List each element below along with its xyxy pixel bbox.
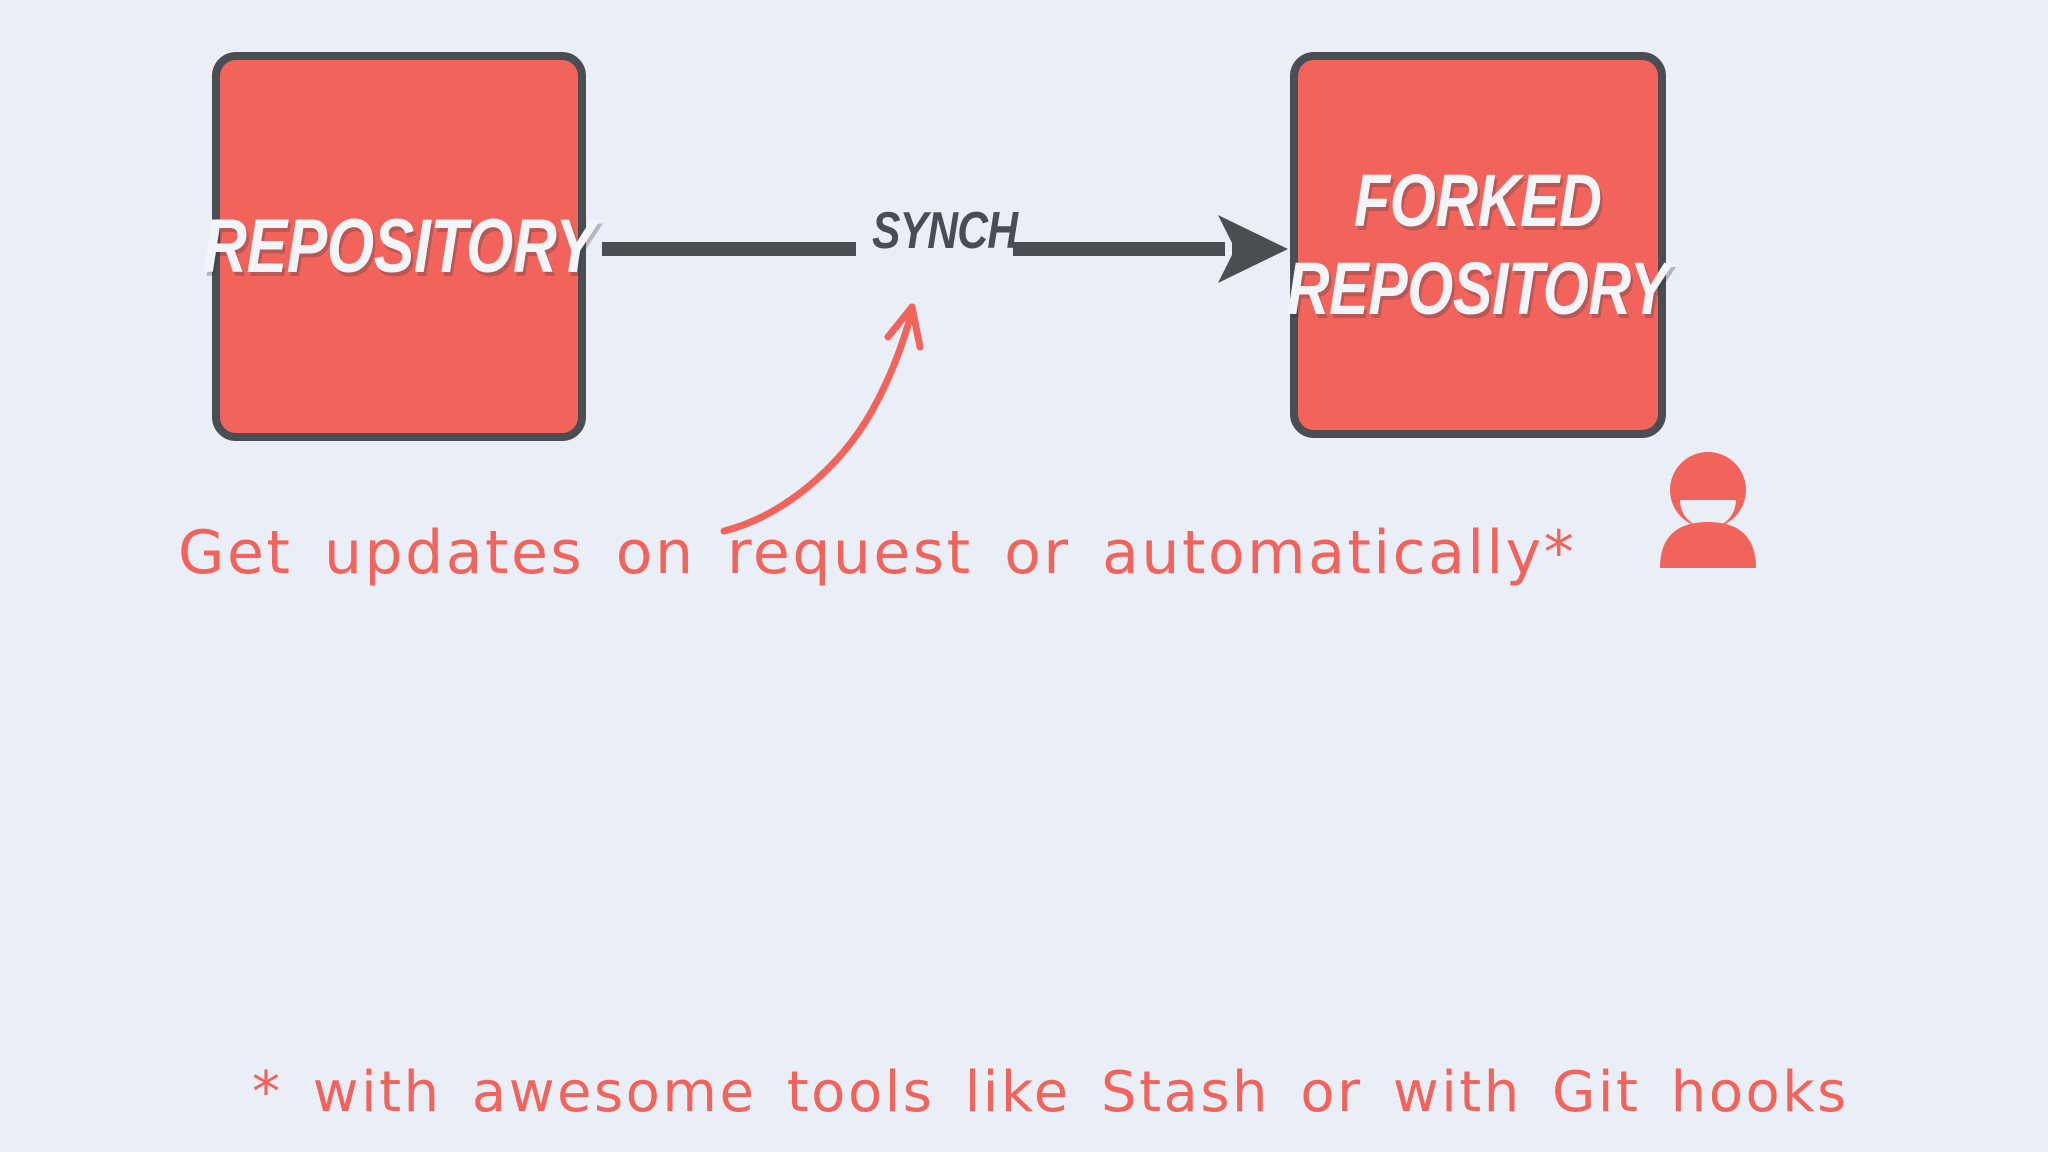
person-icon: [1658, 448, 1758, 568]
curved-arrow-icon: [720, 285, 970, 535]
annotation-main-text: Get updates on request or automatically*: [178, 518, 1577, 588]
repository-box-forked[interactable]: FORKED REPOSITORY: [1286, 52, 1670, 438]
annotation-footnote-text: * with awesome tools like Stash or with …: [252, 1060, 1849, 1125]
repository-box-source[interactable]: REPOSITORY: [203, 52, 596, 441]
repository-box-source-label: REPOSITORY: [202, 203, 596, 289]
sync-arrow-shaft-right: [1013, 242, 1225, 256]
repository-box-forked-label-line2: REPOSITORY: [1286, 247, 1670, 330]
arrow-right-icon: [1218, 215, 1288, 283]
sync-arrow-label: SYNCH: [872, 202, 1018, 260]
sync-arrow-shaft-left: [602, 242, 856, 256]
repository-box-forked-label-line1: FORKED: [1354, 159, 1602, 242]
